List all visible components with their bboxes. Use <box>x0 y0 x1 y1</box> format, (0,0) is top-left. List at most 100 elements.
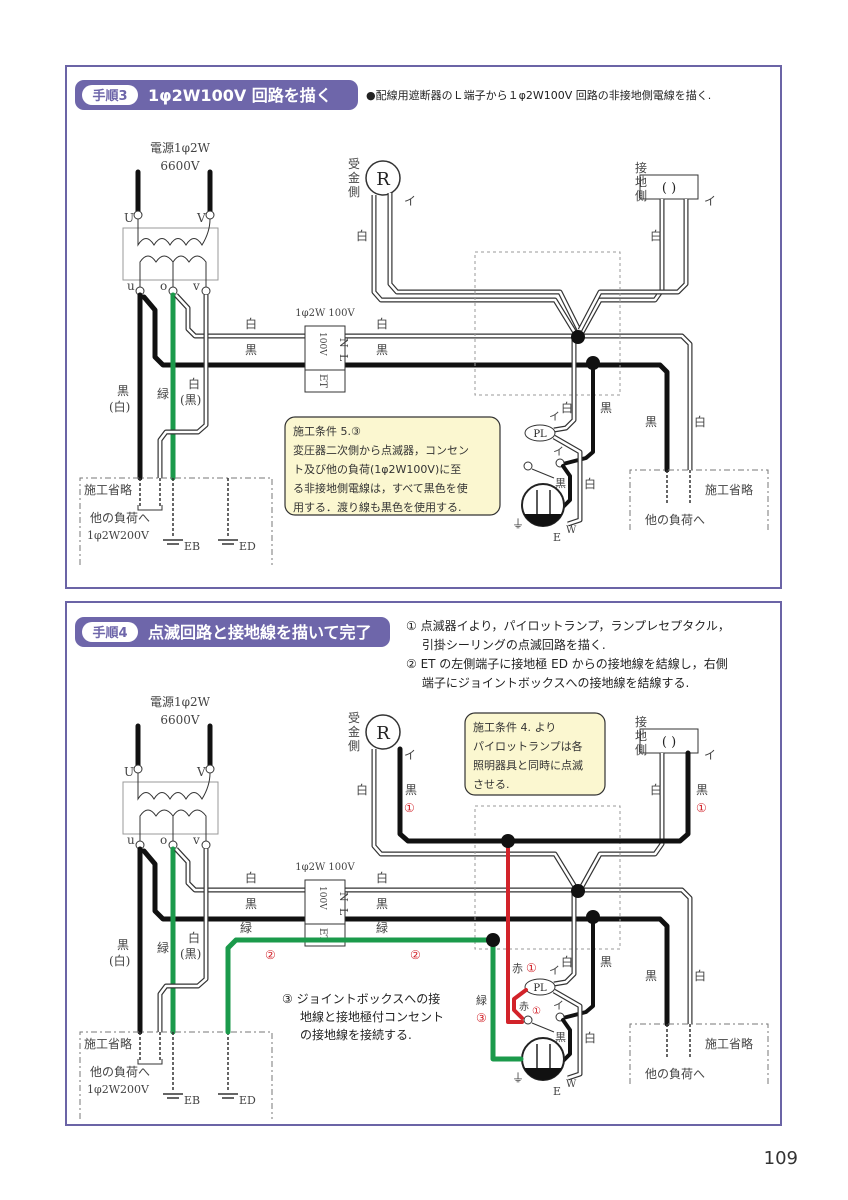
wire-R-white-core <box>372 195 579 337</box>
receptacle-side-label-char: 受 <box>348 711 360 725</box>
receptacle-side-label-char: 受 <box>348 157 360 171</box>
label-red-2-num: ① <box>532 1006 541 1017</box>
ground-symbol-icon: ⏚ <box>512 517 524 531</box>
wire-white-to-PL <box>553 338 577 433</box>
wire-ceiling-white-core <box>578 199 664 337</box>
step4-instruction-line: ② ET の左側端子に接地極 ED からの接地線を結線し，右側 <box>406 656 728 671</box>
ground-ED-icon <box>218 1093 238 1099</box>
label-black-breaker-right: 黒 <box>376 343 388 357</box>
label-white-R: 白 <box>356 782 368 797</box>
step4-title: 点滅回路と接地線を描いて完了 <box>148 623 372 642</box>
label-white-PL: 白 <box>561 954 573 969</box>
wire-black-to-outlet <box>560 464 572 510</box>
terminal-u-label: u <box>127 833 135 847</box>
joint-box <box>474 251 621 396</box>
wire-white-to-outlet <box>552 988 583 1081</box>
omitted-label-right: 施工省略 <box>705 1036 753 1051</box>
wire-red-to-PL <box>512 988 528 1020</box>
terminal-v <box>201 840 211 850</box>
wire-red-to-switch <box>506 839 524 1024</box>
omitted-label-left: 施工省略 <box>84 1036 132 1051</box>
label-black-left: 黒 <box>117 384 129 398</box>
label-black-breaker-right: 黒 <box>376 897 388 911</box>
terminal-U <box>133 210 143 220</box>
wire-v-white-core <box>158 849 208 1032</box>
step4-annotation-line: 地線と接地極付コンセント <box>300 1009 444 1024</box>
wire-o-white-core <box>175 848 692 1024</box>
label-white-breaker-right: 白 <box>376 316 388 331</box>
step3-note-line: 用する．渡り線も黒色を使用する. <box>293 500 462 514</box>
lamp-i-label: イ <box>404 194 416 208</box>
step3-title: 1φ2W100V 回路を描く <box>148 86 332 105</box>
outlet-W-label: W <box>566 525 577 536</box>
step3-note-box <box>284 416 501 516</box>
label-white-right: 白 <box>694 968 706 983</box>
transformer-box <box>122 781 219 835</box>
step4-note-box <box>464 712 606 796</box>
step4-note-line: 施工条件 4. より <box>473 720 556 734</box>
wire-white-to-PL-core <box>553 338 576 432</box>
wire-R-white <box>371 195 580 338</box>
ground-side-label-char: 側 <box>635 189 647 203</box>
wire-ceiling-i-white <box>577 199 689 332</box>
wire-v-white <box>157 849 209 1032</box>
wire-white-to-PL <box>553 892 577 987</box>
wire-white-to-outlet <box>552 434 583 527</box>
step3-note-line: ト及び他の負荷(1φ2W100V)に至 <box>293 463 461 476</box>
transformer-secondary-coil <box>139 809 207 844</box>
ceiling-box <box>639 174 699 200</box>
breaker-rating: 1φ2W 100V <box>295 308 355 319</box>
outlet-with-ground <box>521 483 565 527</box>
step3-badge <box>82 85 138 105</box>
label-black-R: 黒 <box>405 783 417 797</box>
wire-black-to-switch <box>561 915 595 1020</box>
step4-instruction-line: 端子にジョイントボックスへの接地線を結線する. <box>406 675 689 690</box>
label-white-breaker-left: 白 <box>245 870 257 885</box>
label-black-breaker-left: 黒 <box>245 343 257 357</box>
breaker-L: L <box>337 908 350 916</box>
wire-black-switching-loop <box>397 746 691 844</box>
step3-title-pill <box>75 80 358 110</box>
other-loads-right: 他の負荷へ <box>645 513 705 527</box>
step4-instruction-line: 引掛シーリングの点滅回路を描く. <box>406 637 606 652</box>
receptacle-side-label-char: 側 <box>348 185 360 199</box>
wire-v-white <box>157 295 209 478</box>
ceiling-i-label: イ <box>704 194 716 208</box>
label-white-left: 白 <box>188 930 200 945</box>
source-label: 電源1φ2W <box>150 695 211 709</box>
terminal-o-label: o <box>160 279 167 293</box>
ground-EB-icon <box>163 1093 183 1099</box>
label-white-ceiling: 白 <box>650 228 662 243</box>
label-white-R: 白 <box>356 228 368 243</box>
label-black-switch: 黒 <box>600 401 612 415</box>
switch-terminal-left <box>523 1015 533 1025</box>
junction-dot-black <box>586 910 600 924</box>
breaker-L: L <box>337 354 350 362</box>
step4-annotation-line: ③ ジョイントボックスへの接 <box>282 991 440 1006</box>
lamp-R-label: R <box>376 169 390 190</box>
source-voltage: 6600V <box>160 713 200 727</box>
label-green-outlet: 緑 <box>476 993 487 1007</box>
wire-ceiling-white-core <box>578 753 664 891</box>
terminal-v <box>201 286 211 296</box>
label-red-1-num: ① <box>526 961 537 975</box>
breaker-box <box>304 325 346 393</box>
lamp-i-label: イ <box>404 748 416 762</box>
wire-o-white <box>174 293 693 470</box>
step3-description: ●配線用遮断器のＬ端子から１φ2W100V 回路の非接地側電線を描く. <box>366 88 711 102</box>
label-black-breaker-left: 黒 <box>245 897 257 911</box>
wire-ceiling-white <box>577 199 665 338</box>
label-black-right: 黒 <box>645 969 657 983</box>
wire-R-white-core <box>372 749 579 891</box>
label-green-breaker-left: 緑 <box>240 920 252 935</box>
label-black-left: 黒 <box>117 938 129 952</box>
step4-panel <box>65 601 782 1126</box>
label-white-paren: (白) <box>109 399 130 414</box>
outlet-E-label: E <box>553 1085 561 1098</box>
terminal-v-label: v <box>192 833 200 847</box>
other-loads-left: 他の負荷へ <box>90 1065 150 1079</box>
receptacle-side-label-char: 側 <box>348 739 360 753</box>
label-red-1: 赤 <box>512 962 523 975</box>
label-green-left: 緑 <box>157 386 169 401</box>
